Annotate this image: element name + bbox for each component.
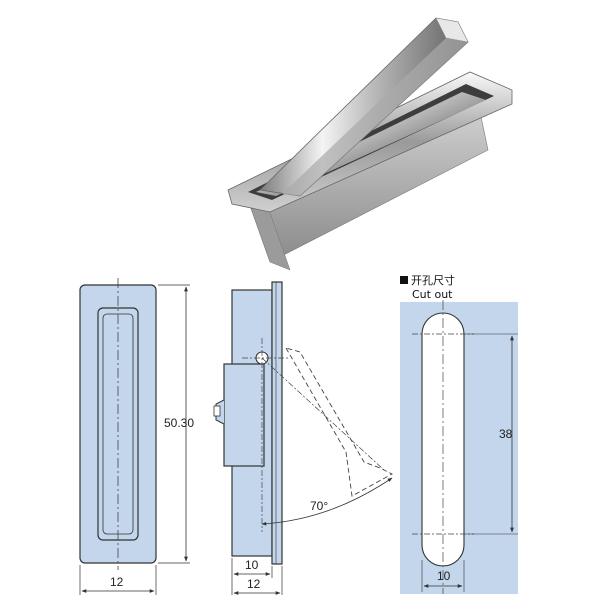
front-view: 50.30 12 [79, 278, 194, 595]
side-view-spring-block [223, 363, 265, 467]
inner-width-label: 10 [245, 558, 259, 572]
cutout-view: 开孔尺寸 Cut out 38 10 [400, 273, 518, 594]
outer-width-label: 12 [247, 577, 261, 591]
side-view-flange [271, 281, 283, 565]
height-label: 50.30 [164, 416, 194, 430]
angle-label: 70° [310, 499, 328, 513]
side-view: 70° 10 12 [213, 281, 393, 595]
cutout-title-en: Cut out [412, 288, 453, 301]
opened-handle-outline [285, 347, 393, 497]
cutout-length-label: 38 [499, 427, 513, 441]
cutout-width-label: 10 [437, 569, 451, 583]
angle-arc [261, 477, 393, 526]
product-photo [227, 17, 513, 271]
cutout-title-square-icon [400, 276, 408, 284]
cutout-title-cn: 开孔尺寸 [411, 273, 455, 287]
front-width-label: 12 [110, 575, 124, 589]
